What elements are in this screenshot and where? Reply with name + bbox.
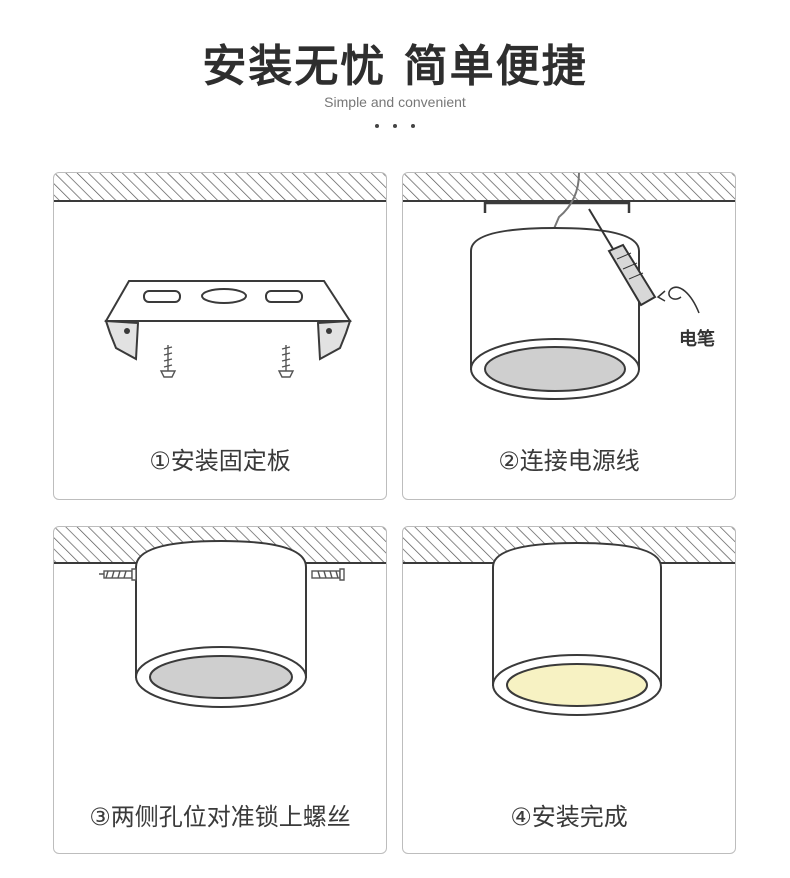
step-caption: ②连接电源线 xyxy=(498,447,640,475)
step-caption: ④安装完成 xyxy=(510,803,628,831)
step-card-2: 电笔 ②连接电源线 xyxy=(402,172,736,500)
screw-fixing-illustration xyxy=(54,527,386,708)
downlight-body xyxy=(470,226,640,370)
downlight-body xyxy=(135,539,307,678)
step-card-3: ③两侧孔位对准锁上螺丝 xyxy=(53,526,387,854)
lens xyxy=(149,655,293,699)
screw-icon xyxy=(277,345,295,378)
ceiling-hatch xyxy=(54,173,386,201)
downlight-body xyxy=(492,541,662,686)
test-pen-icon xyxy=(607,243,657,307)
page-title: 安装无忧 简单便捷 xyxy=(202,41,588,92)
wiring-illustration: 电笔 xyxy=(403,173,735,400)
screw-icon xyxy=(159,345,177,378)
lens xyxy=(484,346,626,392)
step-card-1: ①安装固定板 xyxy=(53,172,387,500)
mounting-plate-illustration xyxy=(54,173,386,378)
screw-icon xyxy=(311,568,345,581)
step-caption: ①安装固定板 xyxy=(149,447,291,475)
decorative-dots xyxy=(0,124,790,128)
test-pen-label: 电笔 xyxy=(679,328,715,350)
page-subtitle: Simple and convenient xyxy=(324,94,466,110)
step-card-4: ④安装完成 xyxy=(402,526,736,854)
screw-icon xyxy=(99,568,137,581)
step-caption: ③两侧孔位对准锁上螺丝 xyxy=(89,803,351,831)
installed-light-illustration xyxy=(403,527,735,716)
lens-lit xyxy=(506,663,648,707)
